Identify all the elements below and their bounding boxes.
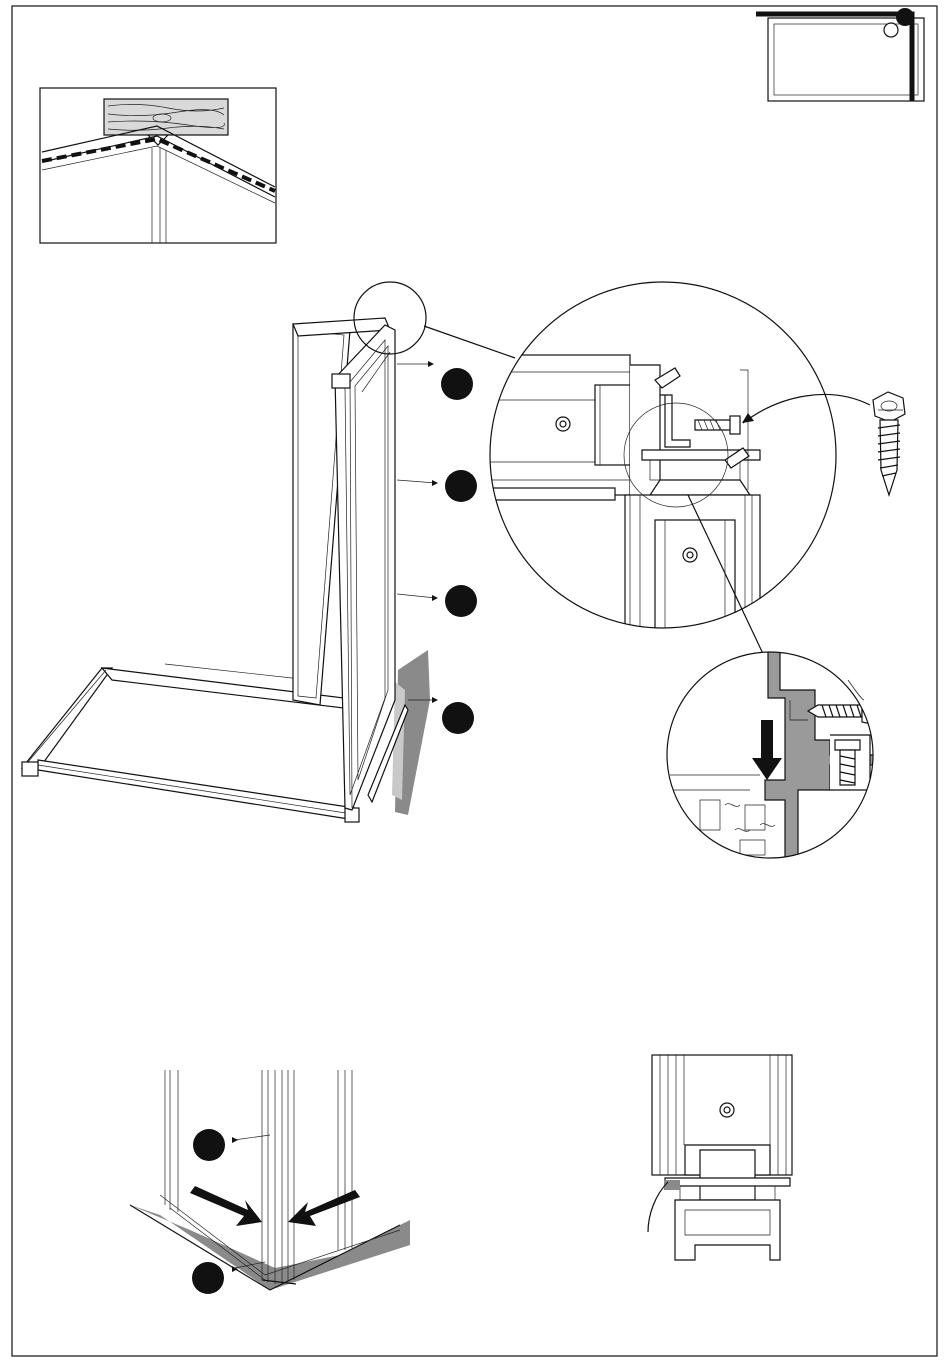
step-marker bbox=[445, 585, 477, 617]
side-screw-3 bbox=[397, 594, 438, 601]
screw-icon bbox=[432, 697, 438, 703]
step-marker bbox=[441, 368, 473, 400]
screw-icon bbox=[432, 480, 438, 486]
post-base-section bbox=[648, 1055, 792, 1260]
screw-icon bbox=[232, 1137, 238, 1143]
wall-panel-assembly bbox=[22, 282, 515, 822]
step-marker bbox=[193, 1129, 225, 1161]
side-screw-1 bbox=[397, 361, 434, 367]
side-screw-2 bbox=[397, 480, 438, 486]
roof-detail-inset bbox=[40, 88, 276, 243]
screw-icon bbox=[428, 361, 434, 367]
push-arrow-left-icon bbox=[190, 1186, 262, 1226]
magnified-corner-detail bbox=[480, 282, 836, 658]
location-corner-dot-icon bbox=[896, 8, 914, 26]
step-marker bbox=[442, 702, 474, 734]
step-marker bbox=[192, 1262, 224, 1294]
hex-screw-icon bbox=[742, 392, 905, 495]
front-wall-panel bbox=[332, 325, 408, 810]
screw-detail-circle bbox=[665, 650, 890, 860]
push-arrow-right-icon bbox=[288, 1190, 360, 1226]
location-plan-thumbnail bbox=[756, 8, 924, 101]
screw-icon bbox=[432, 595, 438, 601]
step-marker bbox=[445, 470, 477, 502]
floor-shadow bbox=[130, 1205, 410, 1290]
corner-joint-view bbox=[130, 1070, 410, 1294]
